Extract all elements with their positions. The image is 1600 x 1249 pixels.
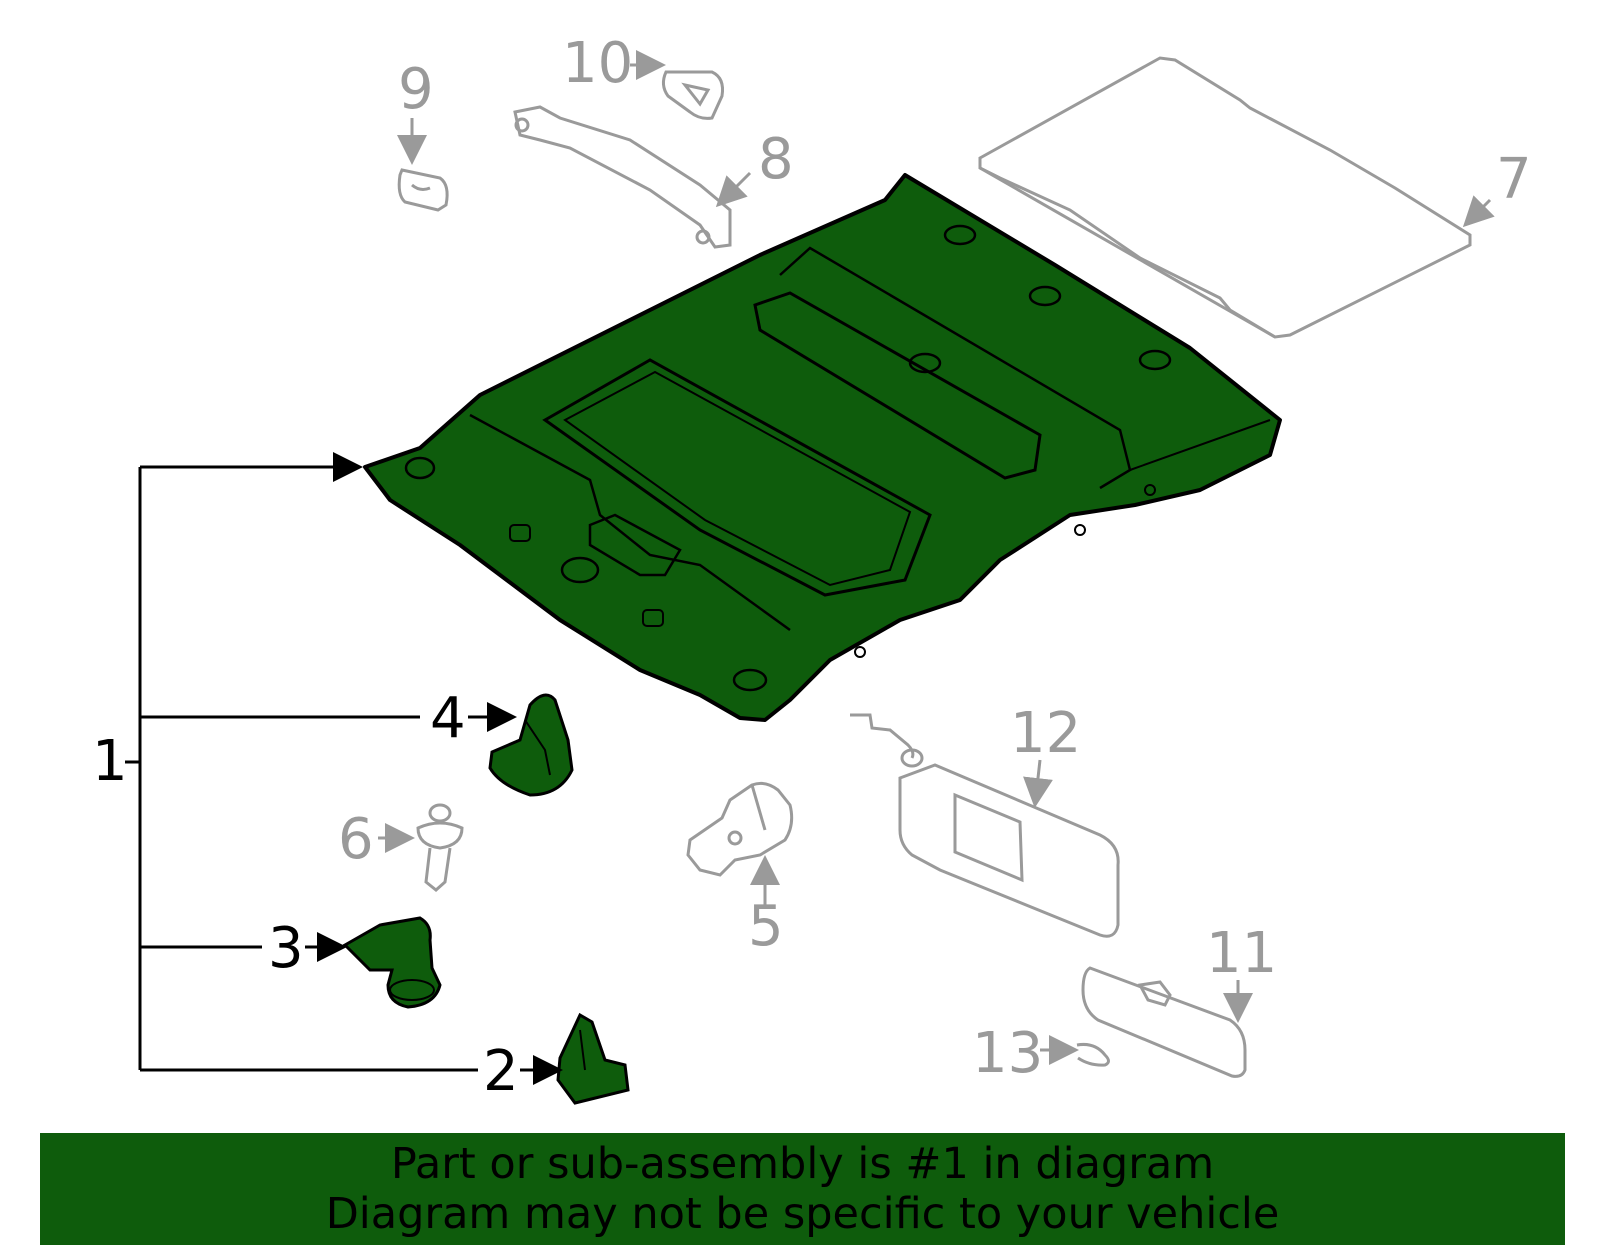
part-6-push-pin	[416, 803, 464, 892]
callout-12: 12	[1010, 701, 1081, 766]
callout-6: 6	[338, 807, 374, 872]
part-7-arrow	[1462, 195, 1495, 228]
callout-7: 7	[1496, 147, 1532, 212]
callout-11: 11	[1206, 921, 1277, 986]
callout-9: 9	[398, 57, 434, 122]
part-11-visor-mirror	[1081, 966, 1247, 1078]
callout-2: 2	[483, 1039, 519, 1104]
callout-5: 5	[748, 894, 784, 959]
callout-4: 4	[430, 686, 466, 751]
part-10-bezel	[661, 70, 724, 120]
callout-8: 8	[758, 127, 794, 192]
part-13-clip	[1076, 1043, 1110, 1067]
part-5-bracket	[686, 781, 794, 877]
callout-3: 3	[268, 916, 304, 981]
footer-line-1: Part or sub-assembly is #1 in diagram	[390, 1139, 1215, 1189]
callout-1: 1	[92, 729, 128, 794]
callout-10: 10	[562, 31, 633, 96]
part-12-sun-visor	[850, 713, 1120, 938]
part-4-clip[interactable]	[488, 693, 574, 797]
headliner-part[interactable]	[363, 173, 1282, 722]
footer-banner: Part or sub-assembly is #1 in diagram Di…	[40, 1133, 1565, 1245]
part-12-arrow	[1023, 759, 1053, 808]
footer-line-2: Diagram may not be specific to your vehi…	[325, 1189, 1280, 1239]
part-2-clip[interactable]	[556, 1012, 630, 1105]
group-bracket	[125, 452, 478, 1072]
part-8-arrow	[715, 171, 752, 208]
part-7-panel	[978, 56, 1472, 339]
part-3-duct[interactable]	[342, 916, 442, 1009]
part-8-grab-handle	[513, 105, 732, 249]
callout-13: 13	[972, 1021, 1043, 1086]
part-9-cap	[397, 168, 449, 212]
